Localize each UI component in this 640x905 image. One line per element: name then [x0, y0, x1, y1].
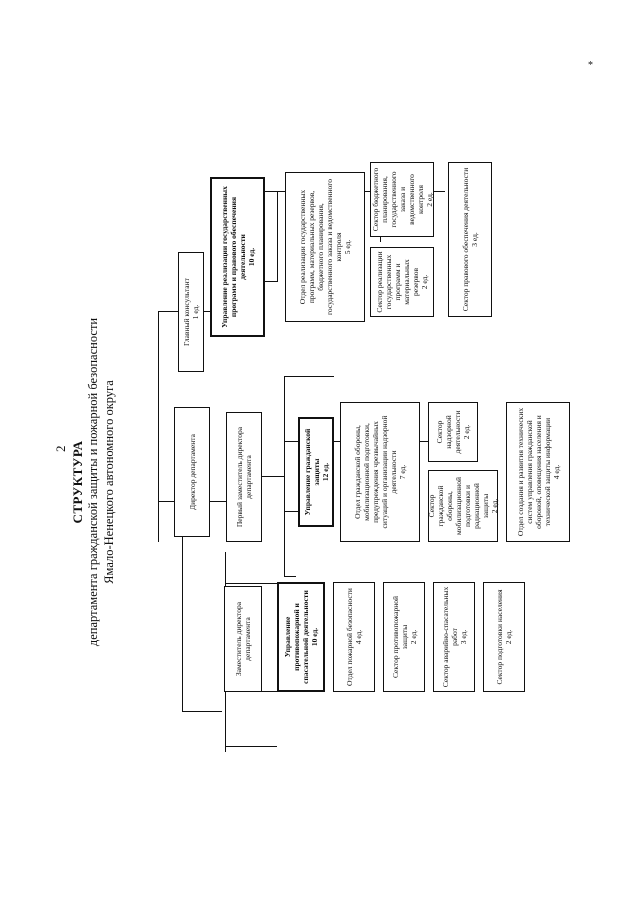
reserves-sector-label: Сектор реализации государственных програ… — [375, 251, 429, 313]
connector — [262, 475, 284, 477]
fire-protection-sector-label: Сектор противопожарной защиты 2 ед. — [390, 595, 418, 679]
deputy-director-box: Заместитель директора департамента — [224, 586, 262, 692]
connector — [265, 280, 277, 282]
org-chart: СТРУКТУРА департамента гражданской защит… — [70, 122, 630, 842]
connector — [158, 541, 160, 542]
connector — [284, 377, 286, 577]
director-label: Директор департамента — [187, 434, 197, 510]
chief-consultant-box: Главный консультант 1 ед. — [178, 252, 204, 372]
chief-consultant-label: Главный консультант 1 ед. — [182, 278, 200, 346]
connector — [182, 532, 184, 712]
connector — [158, 312, 160, 542]
deputy-director-label: Заместитель директора департамента — [234, 601, 252, 677]
title-line-2: Ямало-Ненецкого автономного округа — [101, 380, 116, 584]
budget-sector-label: Сектор бюджетного планирования, государс… — [370, 167, 434, 232]
programs-management-label: Управление реализации государственных пр… — [219, 186, 256, 328]
rescue-sector-label: Сектор аварийно-спасательных работ 3 ед. — [440, 586, 468, 688]
corner-mark: * — [588, 60, 593, 71]
fire-protection-sector-box: Сектор противопожарной защиты 2 ед. — [383, 582, 425, 692]
civil-defense-management-label: Управление гражданской защиты 12 ед. — [302, 428, 330, 516]
technical-dept-box: Отдел создания и развития технических си… — [506, 402, 570, 542]
legal-sector-box: Сектор правового обеспечения деятельност… — [448, 162, 492, 317]
rescue-sector-box: Сектор аварийно-спасательных работ 3 ед. — [433, 582, 475, 692]
civil-defense-sector-box: Сектор гражданской обороны, мобилизацион… — [427, 470, 499, 542]
first-deputy-box: Первый заместитель директора департамент… — [226, 412, 262, 542]
training-sector-box: Сектор подготовки населения 2 ед. — [483, 582, 525, 692]
title-line-1: департамента гражданской защиты и пожарн… — [86, 317, 101, 647]
fire-management-box: Управление противопожарной и спасательно… — [277, 582, 325, 692]
technical-dept-label: Отдел создания и развития технических си… — [515, 407, 561, 537]
chart-title: СТРУКТУРА департамента гражданской защит… — [70, 122, 118, 842]
connector — [210, 500, 226, 502]
legal-sector-label: Сектор правового обеспечения деятельност… — [461, 167, 479, 312]
connector — [225, 745, 277, 747]
connector — [182, 710, 222, 712]
director-box: Директор департамента — [174, 407, 210, 537]
fire-safety-dept-box: Отдел пожарной безопасности 4 ед. — [333, 582, 375, 692]
programs-dept-label: Отдел реализации государственных програм… — [298, 179, 352, 315]
connector — [277, 192, 279, 282]
supervision-sector-label: Сектор надзорной деятельности 2 ед. — [435, 410, 471, 454]
supervision-sector-box: Сектор надзорной деятельности 2 ед. — [428, 402, 478, 462]
fire-management-label: Управление противопожарной и спасательно… — [283, 590, 319, 684]
fire-safety-dept-label: Отдел пожарной безопасности 4 ед. — [345, 588, 363, 686]
training-sector-label: Сектор подготовки населения 2 ед. — [495, 589, 513, 685]
reserves-sector-box: Сектор реализации государственных програ… — [370, 247, 434, 317]
connector — [225, 582, 277, 584]
connector — [284, 575, 296, 577]
programs-management-box: Управление реализации государственных пр… — [210, 177, 265, 337]
first-deputy-label: Первый заместитель директора департамент… — [235, 426, 253, 528]
civil-defense-management-box: Управление гражданской защиты 12 ед. — [298, 417, 334, 527]
title-heading: СТРУКТУРА — [70, 440, 85, 524]
civil-defense-dept-label: Отдел гражданской обороны, мобилизационн… — [353, 415, 407, 529]
programs-dept-box: Отдел реализации государственных програм… — [285, 172, 365, 322]
connector — [284, 375, 334, 377]
budget-sector-box: Сектор бюджетного планирования, государс… — [370, 162, 434, 237]
page-number: 2 — [53, 445, 68, 453]
civil-defense-sector-label: Сектор гражданской обороны, мобилизацион… — [427, 477, 499, 535]
civil-defense-dept-box: Отдел гражданской обороны, мобилизационн… — [340, 402, 420, 542]
